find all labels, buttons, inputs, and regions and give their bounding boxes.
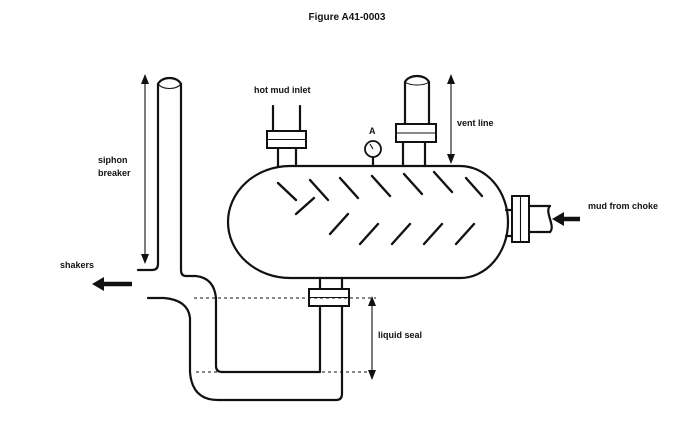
vessel-baffles bbox=[276, 170, 484, 246]
gauge-label: A bbox=[369, 126, 376, 136]
pressure-gauge-icon bbox=[364, 140, 382, 168]
u-tube-liquid-seal bbox=[136, 76, 344, 402]
siphon-breaker-dimension bbox=[141, 74, 149, 264]
hot-mud-inlet-nozzle bbox=[266, 104, 307, 168]
mud-from-choke-nozzle bbox=[504, 195, 553, 243]
liquid-seal-levels bbox=[194, 297, 376, 373]
hot-mud-inlet-label: hot mud inlet bbox=[254, 85, 311, 95]
mud-from-choke-arrow-icon bbox=[552, 212, 580, 226]
liquid-outlet-flange bbox=[308, 276, 350, 307]
separator-vessel bbox=[226, 164, 510, 280]
siphon-breaker-label-line2: breaker bbox=[98, 168, 131, 178]
vent-line-label: vent line bbox=[457, 118, 494, 128]
siphon-breaker-label-line1: siphon bbox=[98, 155, 128, 165]
figure-title: Figure A41-0003 bbox=[308, 12, 386, 23]
shakers-arrow-icon bbox=[92, 277, 132, 291]
shakers-label: shakers bbox=[60, 260, 94, 270]
liquid-seal-label: liquid seal bbox=[378, 330, 422, 340]
mud-from-choke-label: mud from choke bbox=[588, 201, 658, 211]
vent-line-dimension bbox=[447, 74, 455, 164]
vent-line-nozzle bbox=[395, 74, 437, 168]
liquid-seal-dimension bbox=[368, 296, 376, 380]
